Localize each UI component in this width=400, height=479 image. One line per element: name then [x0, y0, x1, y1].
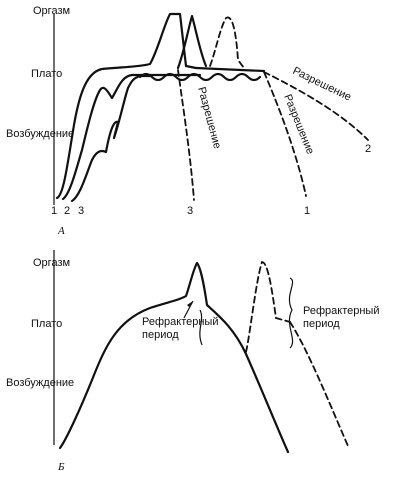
panel-b-refractory-bracket-2 [288, 277, 294, 349]
panel-b-dashed-peak [245, 261, 291, 353]
panel-a-resolution-label-1: Разрешение [281, 93, 316, 156]
panel-a: Оргазм Плато Возбуждение Разрешение Разр… [6, 5, 371, 237]
panel-a-resolution-label-2: Разрешение [291, 65, 353, 104]
panel-b-label-excitement: Возбуждение [6, 377, 74, 389]
panel-a-marker: А [57, 225, 65, 237]
panel-a-curve-end-number-2: 2 [365, 143, 371, 155]
panel-a-label-excitement: Возбуждение [6, 128, 74, 140]
panel-b-refractory-arrow [183, 300, 194, 319]
panel-a-resolution-3 [177, 69, 195, 201]
panel-a-curve-3-peak [176, 14, 208, 70]
panel-a-resolution-1 [263, 71, 307, 197]
panel-b-refractory-2-line2: период [303, 318, 340, 330]
panel-b-refractory-2-line1: Рефрактерный [303, 305, 379, 317]
panel-a-curve-3 [70, 74, 152, 203]
panel-a-resolution-2 [263, 71, 369, 141]
panel-a-label-plateau: Плато [31, 68, 62, 80]
panel-b-refractory-bracket-1 [199, 309, 203, 346]
panel-a-curve-2 [61, 73, 202, 201]
panel-b-label-plateau: Плато [31, 318, 62, 330]
panel-a-plateau [194, 66, 266, 73]
panel-b: Оргазм Плато Возбуждение Рефрактерный пе… [6, 250, 379, 473]
panel-a-resolution-label-3: Разрешение [195, 86, 223, 150]
panel-a-dashed-peak [209, 16, 245, 69]
panel-a-curve-1 [55, 12, 198, 200]
panel-b-response-curve [58, 261, 290, 454]
panel-b-refractory-1-line1: Рефрактерный [142, 316, 218, 328]
panel-a-curve-end-number-1: 1 [304, 205, 310, 217]
panel-b-refractory-arrowhead [187, 301, 193, 307]
panel-a-label-orgasm: Оргазм [33, 5, 70, 17]
panel-a-curve-number-3: 3 [78, 205, 84, 217]
panel-b-dashed-resolution [289, 321, 349, 447]
panel-a-curve-number-1: 1 [51, 205, 57, 217]
panel-a-plateau-wavy [138, 72, 262, 82]
panel-b-refractory-1-line2: период [142, 329, 179, 341]
panel-a-curve-number-2: 2 [64, 205, 70, 217]
panel-b-label-orgasm: Оргазм [33, 257, 70, 269]
panel-b-marker: Б [57, 461, 65, 473]
panel-a-curve-end-number-3: 3 [187, 205, 193, 217]
